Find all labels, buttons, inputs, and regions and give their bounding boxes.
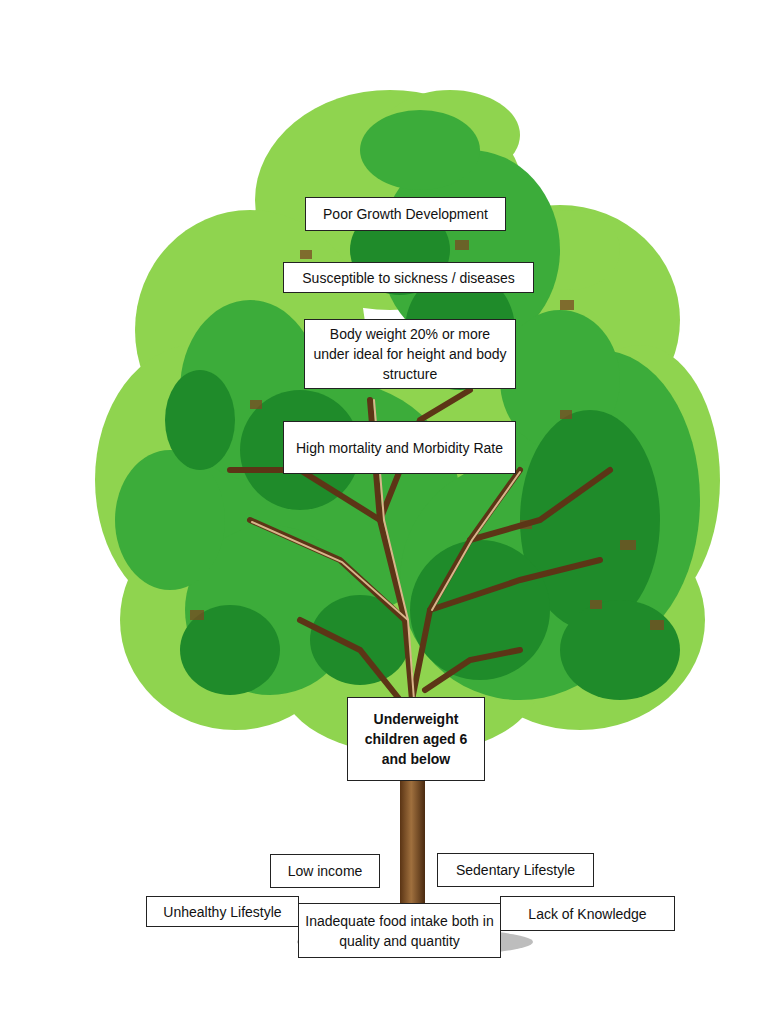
box-label: Low income — [288, 861, 363, 881]
box-label: Underweight children aged 6 and below — [354, 709, 478, 769]
cause-effect-box: Inadequate food intake both in quality a… — [298, 903, 501, 958]
box-label: Body weight 20% or more under ideal for … — [311, 324, 509, 384]
canopy-light — [95, 90, 720, 755]
cause-effect-box: Poor Growth Development — [305, 197, 506, 231]
cause-effect-box: High mortality and Morbidity Rate — [283, 421, 516, 474]
box-label: Lack of Knowledge — [528, 904, 646, 924]
box-label: Susceptible to sickness / diseases — [302, 268, 514, 288]
box-label: Poor Growth Development — [323, 204, 488, 224]
canopy-dark — [165, 205, 680, 700]
cause-effect-box: Sedentary Lifestyle — [437, 853, 594, 887]
box-label: Sedentary Lifestyle — [456, 860, 575, 880]
cause-effect-box: Unhealthy Lifestyle — [146, 896, 299, 927]
tree-branches — [230, 390, 610, 700]
problem-box: Underweight children aged 6 and below — [347, 697, 485, 781]
canopy-speckles — [190, 240, 664, 630]
box-label: Inadequate food intake both in quality a… — [305, 911, 494, 951]
cause-effect-box: Lack of Knowledge — [500, 896, 675, 931]
canopy-mid — [115, 110, 700, 700]
cause-effect-box: Body weight 20% or more under ideal for … — [304, 319, 516, 389]
cause-effect-box: Susceptible to sickness / diseases — [283, 262, 534, 293]
box-label: High mortality and Morbidity Rate — [296, 438, 503, 458]
cause-effect-box: Low income — [270, 854, 380, 888]
box-label: Unhealthy Lifestyle — [163, 902, 281, 922]
